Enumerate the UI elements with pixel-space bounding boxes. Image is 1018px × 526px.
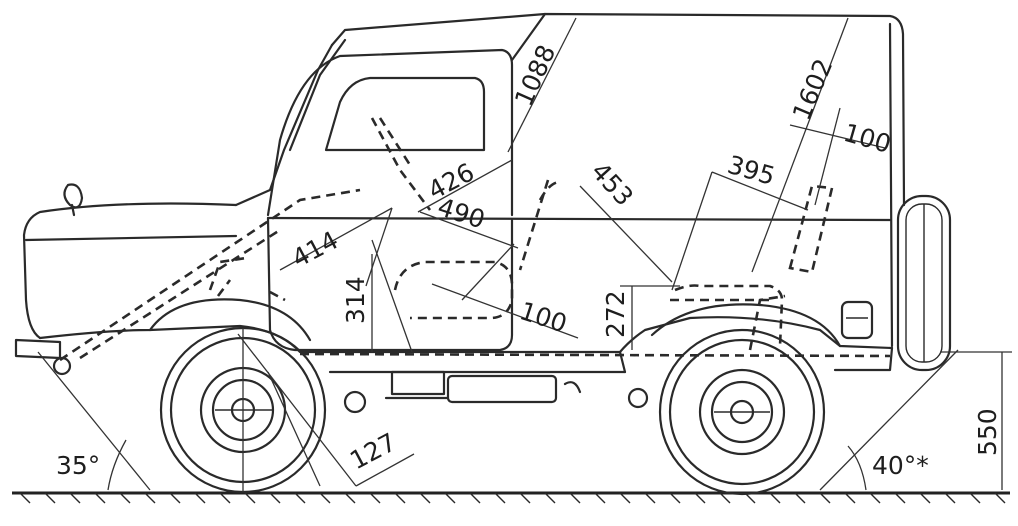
rear-angle-label: 40°* [872, 451, 929, 480]
dimension-labels: 1088 1602 100 426 490 453 395 414 314 27… [56, 41, 1002, 480]
dim-1602-label: 1602 [787, 54, 839, 124]
dim-414-label: 414 [287, 225, 343, 273]
dim-314-label: 314 [341, 276, 370, 324]
ground-line [12, 491, 1010, 504]
dim-100-mid-label: 100 [516, 296, 570, 338]
dim-127-label: 127 [345, 427, 401, 475]
dim-453-label: 453 [586, 157, 639, 212]
dim-272-label: 272 [601, 290, 630, 338]
rear-wheel [658, 328, 826, 496]
dim-1088-label: 1088 [509, 41, 561, 111]
front-angle-label: 35° [56, 451, 100, 480]
vehicle-body [14, 12, 952, 414]
dim-550-label: 550 [973, 408, 1002, 456]
dim-490-label: 490 [434, 192, 488, 234]
interior-dashed-outline [59, 117, 891, 362]
dim-100-top-label: 100 [840, 118, 894, 159]
dimension-lines [37, 17, 1012, 492]
dim-395-label: 395 [724, 150, 778, 191]
